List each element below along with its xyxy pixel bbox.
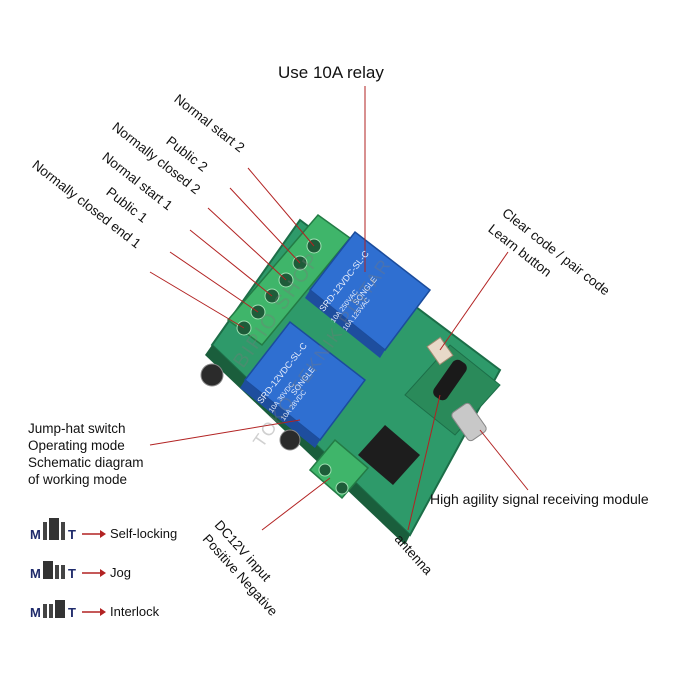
leader-lines [149,86,529,531]
label-jump-hat-switch: Jump-hat switch [28,421,126,436]
svg-text:M: M [30,566,41,581]
legend-interlock: Interlock [110,604,160,619]
legend-icon-self-locking: M T [30,518,106,542]
legend-icon-interlock: M T [30,600,106,620]
legend-icons: M T M T M T [30,518,106,620]
svg-text:T: T [68,605,76,620]
svg-text:M: M [30,527,41,542]
leader-public-2 [229,187,301,264]
label-working-mode: of working mode [28,472,128,487]
svg-text:T: T [68,527,76,542]
ic-chip [358,425,420,485]
capacitor-2 [279,429,301,451]
leader-normally-closed-2 [207,207,287,281]
leader-antenna [407,394,441,531]
legend-self-locking: Self-locking [110,526,178,541]
svg-text:T: T [68,566,76,581]
label-operating-mode: Operating mode [28,438,125,453]
crystal [451,402,487,442]
learn-button [426,336,454,366]
svg-text:M: M [30,605,41,620]
label-schematic-diagram: Schematic diagram [28,455,144,470]
terminal-block-bottom [308,438,370,500]
legend-jog: Jog [110,565,131,580]
leader-dc-input [261,477,331,531]
leader-normally-closed-1 [149,271,245,329]
capacitor-1 [200,363,224,387]
leader-normal-start-1 [189,229,273,297]
relay-2 [305,230,432,358]
relay-1 [240,320,367,448]
title: Use 10A relay [278,63,384,82]
antenna-coil [433,359,467,401]
leader-normal-start-2 [247,167,315,247]
label-receiving-module: High agility signal receiving module [430,491,649,507]
leader-jump-hat [149,419,301,446]
leader-module [479,429,529,491]
leader-public-1 [169,251,259,313]
leader-learn-button [439,251,509,351]
legend-icon-jog: M T [30,561,106,581]
